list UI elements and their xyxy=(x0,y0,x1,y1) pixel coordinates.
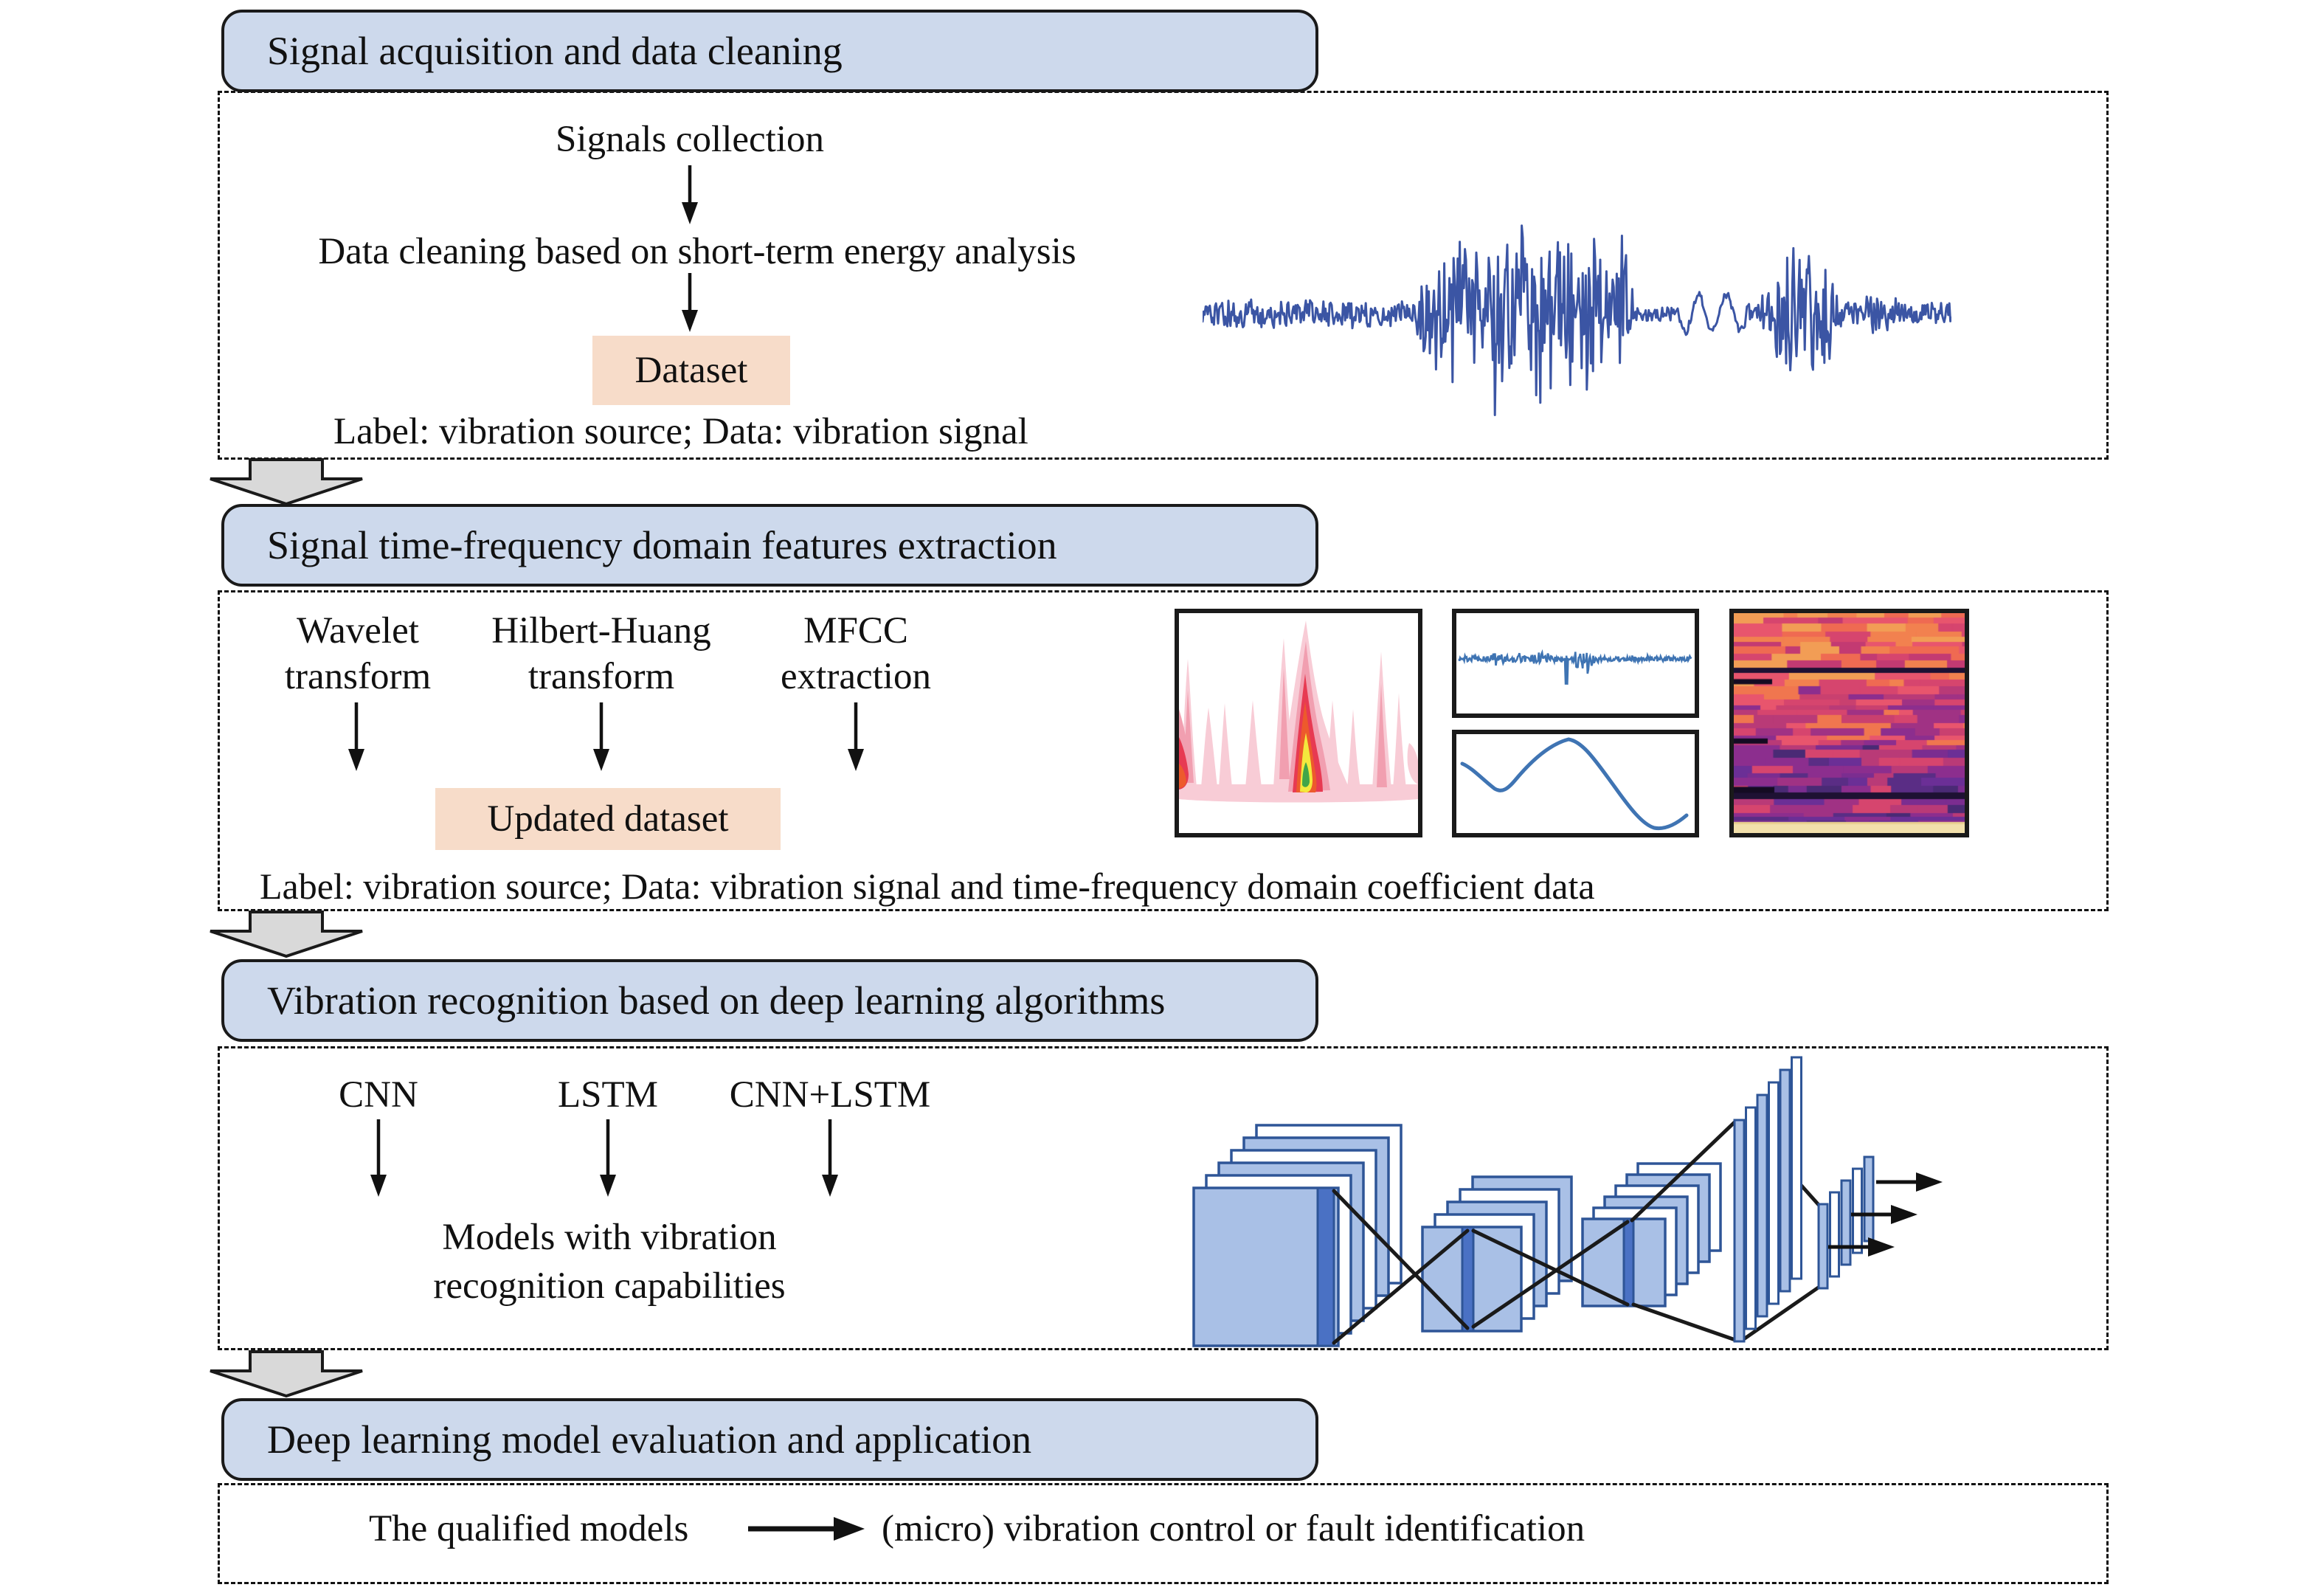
block-down-arrow-icon xyxy=(210,1350,363,1397)
method-wavelet-line2: transform xyxy=(284,656,432,697)
hilbert-signal-panel xyxy=(1452,609,1699,718)
section1-title: Signal acquisition and data cleaning xyxy=(267,29,843,73)
hilbert-signal-icon xyxy=(1458,649,1692,685)
block-down-arrow-icon xyxy=(210,458,363,505)
down-arrow-icon xyxy=(682,165,698,224)
result-line2: recognition capabilities xyxy=(433,1265,786,1307)
algorithm-lstm: LSTM xyxy=(557,1074,659,1116)
down-arrow-icon xyxy=(600,1119,616,1197)
imf-curve-icon xyxy=(1460,737,1689,831)
section3-title: Vibration recognition based on deep lear… xyxy=(267,978,1166,1023)
right-arrow-icon xyxy=(748,1517,865,1541)
down-arrow-icon xyxy=(370,1119,387,1197)
section3-box xyxy=(218,1046,2109,1350)
down-arrow-icon xyxy=(682,273,698,332)
imf-curve-panel xyxy=(1452,730,1699,837)
down-arrow-icon xyxy=(822,1119,838,1197)
section4-title: Deep learning model evaluation and appli… xyxy=(267,1417,1032,1462)
qualified-models-text: The qualified models xyxy=(369,1508,689,1549)
step-data-cleaning: Data cleaning based on short-term energy… xyxy=(318,231,1076,272)
method-hht-line1: Hilbert-Huang xyxy=(491,610,711,652)
algorithm-cnn-lstm: CNN+LSTM xyxy=(729,1074,931,1116)
step-signals-collection: Signals collection xyxy=(555,119,825,160)
method-wavelet-line1: Wavelet xyxy=(297,610,419,652)
wavelet-scalogram-panel xyxy=(1175,609,1422,837)
section2-box xyxy=(218,590,2109,911)
section1-header: Signal acquisition and data cleaning xyxy=(221,10,1318,92)
section3-header: Vibration recognition based on deep lear… xyxy=(221,959,1318,1042)
updated-dataset-box: Updated dataset xyxy=(435,788,781,850)
section2-header: Signal time-frequency domain features ex… xyxy=(221,504,1318,587)
mfcc-spectrogram-icon xyxy=(1734,613,1965,833)
down-arrow-icon xyxy=(848,702,864,771)
method-mfcc-line2: extraction xyxy=(781,656,931,697)
section4-header: Deep learning model evaluation and appli… xyxy=(221,1398,1318,1481)
result-line1: Models with vibration xyxy=(442,1217,777,1258)
section1-label: Label: vibration source; Data: vibration… xyxy=(333,411,1028,452)
application-text: (micro) vibration control or fault ident… xyxy=(882,1508,1585,1549)
section2-title: Signal time-frequency domain features ex… xyxy=(267,523,1057,567)
wavelet-scalogram-icon xyxy=(1179,621,1418,803)
method-mfcc-line1: MFCC xyxy=(803,610,908,652)
mfcc-spectrogram-panel xyxy=(1729,609,1969,837)
block-down-arrow-icon xyxy=(210,910,363,958)
algorithm-cnn: CNN xyxy=(339,1074,418,1116)
dataset-box: Dataset xyxy=(592,336,790,405)
cnn-architecture-icon xyxy=(1192,1056,1943,1347)
down-arrow-icon xyxy=(348,702,364,771)
method-hht-line2: transform xyxy=(528,656,675,697)
down-arrow-icon xyxy=(593,702,609,771)
section4-box xyxy=(218,1483,2109,1584)
section2-label: Label: vibration source; Data: vibration… xyxy=(260,865,1595,907)
vibration-waveform-plot xyxy=(1203,224,1951,416)
